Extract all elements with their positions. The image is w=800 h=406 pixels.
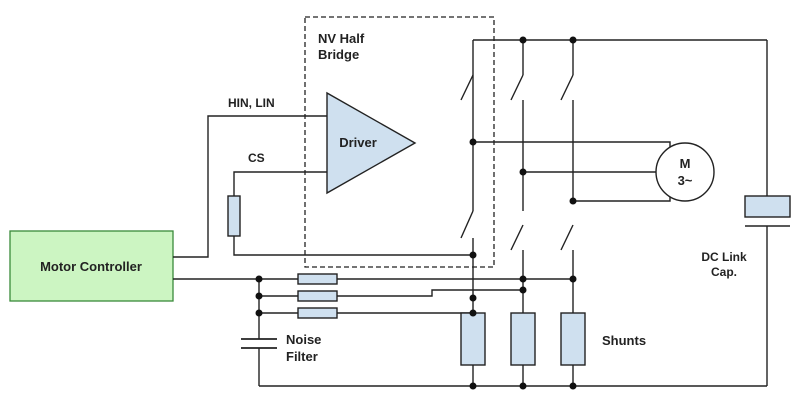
junction-dot [569,275,577,283]
motor-label-line2: 3~ [678,173,693,188]
junction-dot [469,251,477,259]
junction-dot [569,36,577,44]
noise-filter-label-line2: Filter [286,349,318,364]
motor-controller-label: Motor Controller [40,259,142,274]
driver-triangle [326,91,417,195]
junction-dot [255,275,263,283]
switch-high-1 [460,74,474,101]
driver-label: Driver [339,135,377,150]
hin-lin-wire [173,115,327,258]
noise-filter-label-line1: Noise [286,332,321,347]
junction-dot [569,382,577,390]
hin-lin-label: HIN, LIN [228,96,275,110]
motor-controller-box [9,230,174,302]
switch-low-3 [560,224,574,251]
junction-dot [519,382,527,390]
switch-high-3 [560,74,574,101]
junction-dot [255,309,263,317]
cs-wire [233,171,327,196]
nv-half-bridge-label-line2: Bridge [318,47,359,62]
junction-dot [519,275,527,283]
junction-dot [469,382,477,390]
switch-low-1 [460,210,474,239]
junction-dot [519,286,527,294]
switch-high-2 [510,74,524,101]
noise-filter-resistor-3 [297,307,338,319]
switch-low-2 [510,224,524,251]
junction-dot [519,36,527,44]
motor-circle [655,142,715,202]
noise-filter-resistor-2 [297,290,338,302]
motor-label-line1: M [680,156,691,171]
noise-filter-resistor-1 [297,273,338,285]
junction-dot [469,294,477,302]
dc-link-label-line1: DC Link [701,250,747,264]
dc-link-capacitor [744,195,791,218]
phase-output-3 [573,196,671,202]
junction-dot [519,168,527,176]
junction-dot [469,309,477,317]
junction-dot [569,197,577,205]
cs-sense-wire [233,236,473,256]
cs-resistor [227,195,241,237]
shunts-label: Shunts [602,333,646,348]
shunt-resistor-1 [460,312,486,366]
phase-output-1 [473,141,671,148]
shunt-resistor-2 [510,312,536,366]
junction-dot [469,138,477,146]
noise-filter-output-2 [337,289,523,297]
dc-link-label-line2: Cap. [711,265,737,279]
cs-label: CS [248,151,265,165]
shunt-resistor-3 [560,312,586,366]
nv-half-bridge-label-line1: NV Half [318,31,365,46]
junction-dot [255,292,263,300]
